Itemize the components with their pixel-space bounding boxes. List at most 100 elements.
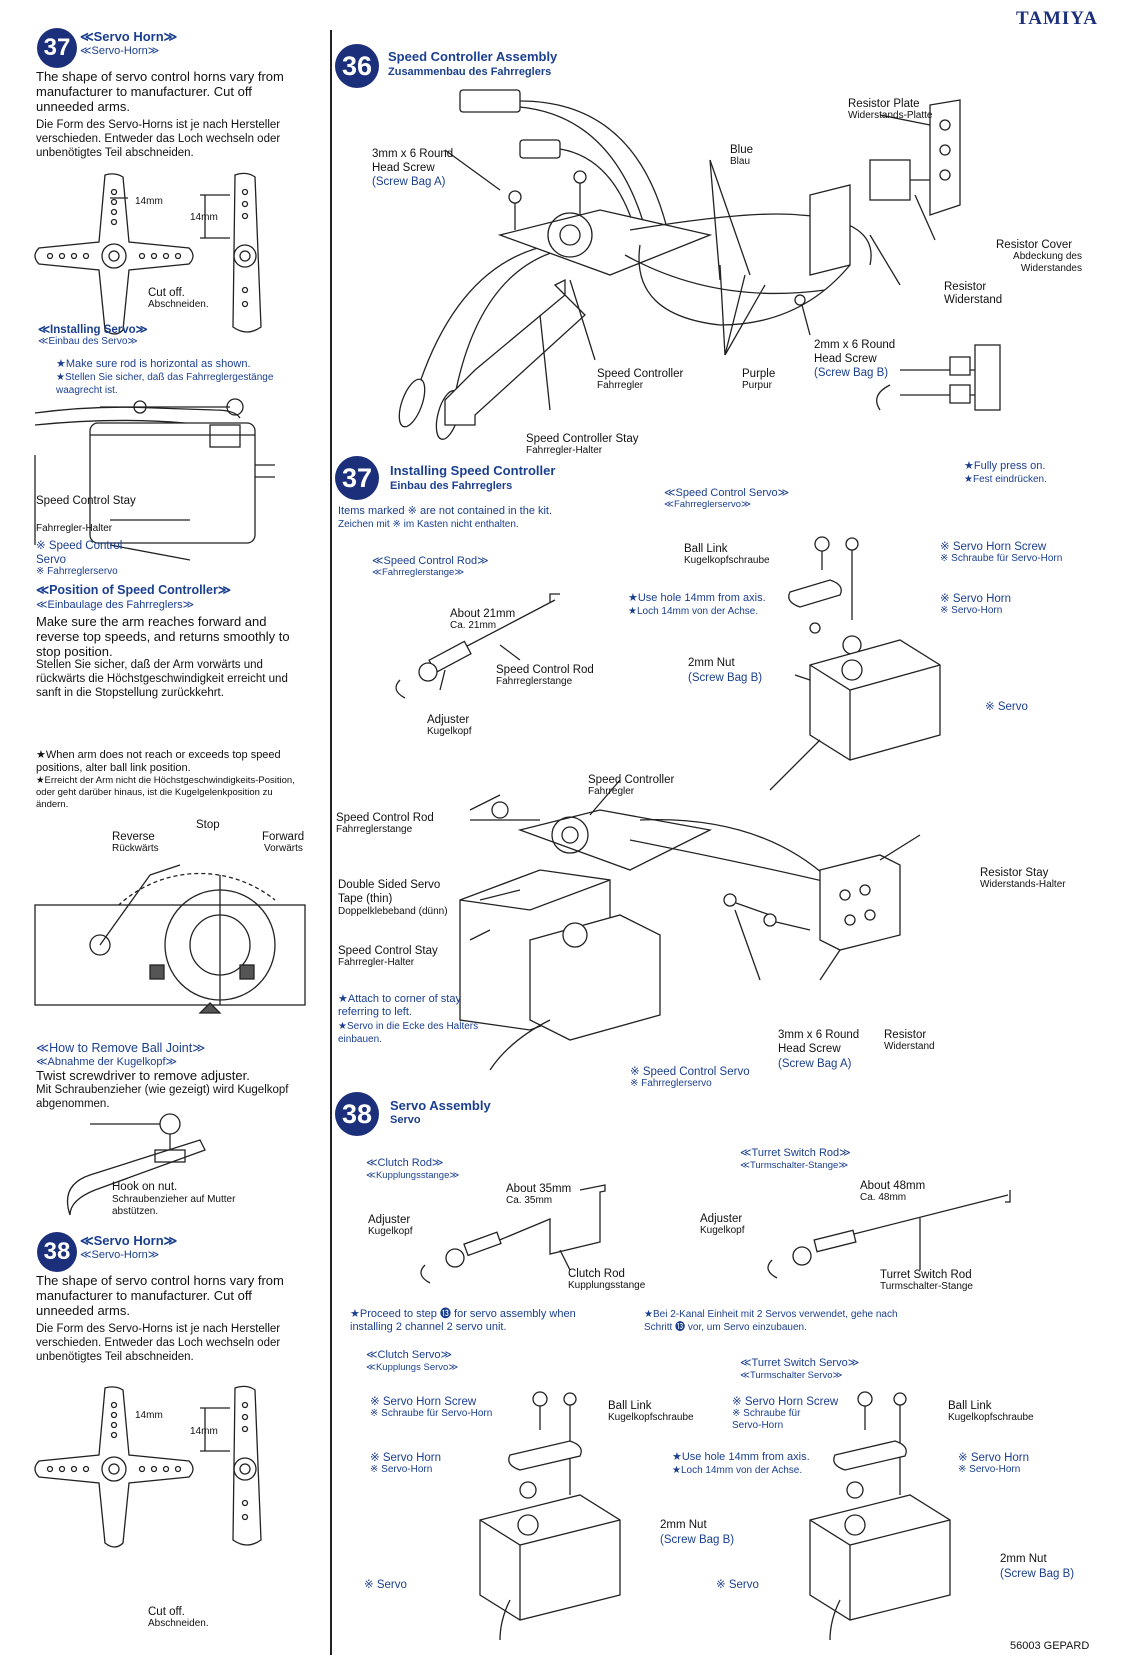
- speed-control-servo-illustration: [769, 536, 941, 791]
- controller-stay-label-de: Fahrregler-Halter: [526, 445, 603, 456]
- brand-logo: TAMIYA: [1016, 8, 1099, 29]
- rod-horizontal-note: ★Make sure rod is horizontal as shown.: [56, 358, 251, 370]
- about-48mm-label: About 48mm: [860, 1180, 926, 1192]
- servo-horn-text-de: Die Form des Servo-Horns ist je nach Her…: [36, 119, 281, 159]
- stop-label: Stop: [196, 819, 220, 831]
- rod-horizontal-note-de: ★Stellen Sie sicher, daß das Fahrreglerg…: [56, 372, 274, 396]
- step-badge-37: 37: [335, 456, 379, 500]
- horn-1-label-de: ※ Servo-Horn: [370, 1464, 433, 1475]
- remove-ball-joint-text-de: Mit Schraubenzieher (wie gezeigt) wird K…: [36, 1084, 289, 1110]
- turret-servo-title: ≪Turret Switch Servo≫: [740, 1357, 860, 1369]
- cut-off-label-de: Abschneiden.: [148, 299, 209, 310]
- step-38-title: Servo Assembly: [390, 1098, 491, 1113]
- adjuster-1-label: Adjuster: [368, 1214, 411, 1226]
- position-text-de: Stellen Sie sicher, daß der Arm vorwärts…: [36, 659, 288, 699]
- adjuster-2-label-de: Kugelkopf: [700, 1225, 745, 1236]
- speed-control-servo-title-de: ≪Fahrreglerservo≫: [664, 499, 751, 510]
- speed-control-rod-illustration: [395, 593, 560, 699]
- asm-resistor-label-de: Widerstand: [884, 1041, 935, 1052]
- horn-dim-1: 14mm: [135, 196, 163, 207]
- resistor-cover-label-de: Abdeckung des Widerstandes: [1013, 251, 1082, 274]
- use-hole-38-note-de: ★Loch 14mm von der Achse.: [672, 1465, 803, 1476]
- turret-rod-title: ≪Turret Switch Rod≫: [740, 1147, 851, 1159]
- installing-servo-title: ≪Installing Servo≫: [38, 324, 148, 336]
- step-36-title-de: Zusammenbau des Fahrreglers: [388, 66, 552, 78]
- use-hole-note-de: ★Loch 14mm von der Achse.: [628, 606, 759, 617]
- asm-speed-controller-label-de: Fahrregler: [588, 786, 635, 797]
- horn-dim-2: 14mm: [190, 212, 218, 223]
- turret-rod-title-de: ≪Turmschalter-Stange≫: [740, 1160, 849, 1171]
- asm-screw-3mm-label: 3mm x 6 Round Head Screw: [778, 1029, 860, 1055]
- speed-control-stay-label: Speed Control Stay: [36, 495, 136, 507]
- use-hole-38-note: ★Use hole 14mm from axis.: [672, 1451, 810, 1463]
- column-divider: [330, 30, 332, 1655]
- speed-controller-label-de: Fahrregler: [597, 380, 644, 391]
- servo-horn-title: ≪Servo Horn≫: [80, 29, 178, 44]
- rod-label: Speed Control Rod: [496, 664, 594, 676]
- blue-wire-label: Blue: [730, 144, 754, 156]
- clutch-rod-title: ≪Clutch Rod≫: [366, 1157, 444, 1169]
- nut-2-bag-label: (Screw Bag B): [1000, 1568, 1075, 1580]
- speed-control-stay-label-de: Fahrregler-Halter: [36, 523, 113, 534]
- step-badge-38-left: 38: [37, 1232, 77, 1272]
- speed-controller-label: Speed Controller: [597, 368, 684, 380]
- horn-2-label: ※ Servo Horn: [958, 1452, 1029, 1464]
- servo-horn-illustration-37: [34, 172, 262, 335]
- turret-rod-label-de: Turmschalter-Stange: [880, 1281, 973, 1292]
- servo-horn-38-text: The shape of servo control horns vary fr…: [36, 1273, 284, 1318]
- about-21mm-label: About 21mm: [450, 608, 516, 620]
- clutch-servo-illustration: [479, 1391, 621, 1641]
- servo-1-label: ※ Servo: [364, 1579, 407, 1591]
- asm-stay-label: Speed Control Stay: [338, 945, 438, 957]
- servo-tape-label: Double Sided Servo Tape (thin): [338, 879, 441, 905]
- reverse-label: Reverse: [112, 831, 155, 843]
- resistor-cover-label: Resistor Cover: [996, 239, 1073, 251]
- asm-servo-label-de: ※ Fahrreglerservo: [630, 1078, 712, 1089]
- servo-horn-38-title: ≪Servo Horn≫: [80, 1233, 178, 1248]
- nut-1-label: 2mm Nut: [660, 1519, 707, 1531]
- adjuster-label-de: Kugelkopf: [427, 726, 472, 737]
- position-title-de: ≪Einbaulage des Fahrreglers≫: [36, 599, 195, 611]
- horn-screw-1-label: ※ Servo Horn Screw: [370, 1396, 477, 1408]
- screwdriver-illustration: [66, 1113, 206, 1216]
- controller-stay-label: Speed Controller Stay: [526, 433, 639, 445]
- asm-rod-label-de: Fahrreglerstange: [336, 824, 413, 835]
- cut-off-label: Cut off.: [148, 287, 185, 299]
- position-text: Make sure the arm reaches forward and re…: [36, 614, 290, 659]
- horn-2-label-de: ※ Servo-Horn: [958, 1464, 1021, 1475]
- ball-link-label: Ball Link: [684, 543, 728, 555]
- speed-control-servo-label-de: ※ Fahrreglerservo: [36, 566, 118, 577]
- cut-off-38-label: Cut off.: [148, 1606, 185, 1618]
- speed-control-servo-title: ≪Speed Control Servo≫: [664, 487, 790, 499]
- servo-horn-38-title-de: ≪Servo-Horn≫: [80, 1249, 160, 1261]
- cut-off-38-label-de: Abschneiden.: [148, 1618, 209, 1629]
- servo-horn-label-de: ※ Servo-Horn: [940, 605, 1003, 616]
- turret-servo-title-de: ≪Turmschalter Servo≫: [740, 1370, 843, 1381]
- ball-link-label-de: Kugelkopfschraube: [684, 555, 770, 566]
- screw-bag-b-label: (Screw Bag B): [814, 367, 889, 379]
- screw-3mm-label: 3mm x 6 Round Head Screw: [372, 148, 454, 174]
- position-title: ≪Position of Speed Controller≫: [36, 583, 231, 597]
- resistor-label-de: Widerstand: [944, 294, 1003, 306]
- horn-screw-2-label: ※ Servo Horn Screw: [732, 1396, 839, 1408]
- attach-corner-note: ★Attach to corner of stay referring to l…: [338, 993, 461, 1018]
- purple-wire-label: Purple: [742, 368, 776, 380]
- hook-on-nut-label: Hook on nut.: [112, 1181, 178, 1193]
- turret-rod-label: Turret Switch Rod: [880, 1269, 972, 1281]
- about-21mm-label-de: Ca. 21mm: [450, 620, 497, 631]
- purple-wire-label-de: Purpur: [742, 380, 773, 391]
- step-badge-36: 36: [335, 44, 379, 88]
- servo-2-label: ※ Servo: [716, 1579, 759, 1591]
- about-48mm-label-de: Ca. 48mm: [860, 1192, 907, 1203]
- remove-ball-joint-title-de: ≪Abnahme der Kugelkopf≫: [36, 1056, 178, 1068]
- asm-rod-label: Speed Control Rod: [336, 812, 434, 824]
- ball-link-warning-de: ★Erreicht der Arm nicht die Höchstgeschw…: [36, 775, 295, 810]
- items-marked-note-de: Zeichen mit ※ im Kasten nicht enthalten.: [338, 519, 519, 530]
- nut-2-label: 2mm Nut: [1000, 1553, 1047, 1565]
- turret-servo-illustration: [809, 1391, 951, 1641]
- nut-bag-b-label: (Screw Bag B): [688, 672, 763, 684]
- use-hole-note: ★Use hole 14mm from axis.: [628, 592, 766, 604]
- step-38-title-de: Servo: [390, 1114, 421, 1126]
- adjuster-2-label: Adjuster: [700, 1213, 743, 1225]
- speed-controller-assembly-illustration: [398, 89, 1001, 440]
